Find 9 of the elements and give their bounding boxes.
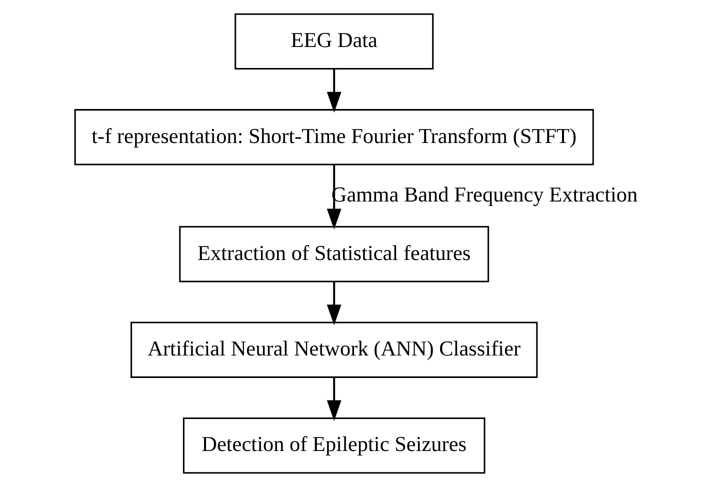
arrow — [326, 378, 342, 421]
node-box: EEG Data — [234, 13, 434, 70]
node-box: Extraction of Statistical features — [179, 226, 490, 282]
arrow — [326, 282, 342, 326]
arrow — [326, 69, 342, 113]
node-box: Artificial Neural Network (ANN) Classifier — [130, 322, 538, 378]
arrow — [326, 164, 342, 230]
node-box: Detection of Epileptic Seizures — [182, 417, 486, 474]
node-box: t-f representation: Short-Time Fourier Transform (STFT) — [74, 109, 594, 166]
